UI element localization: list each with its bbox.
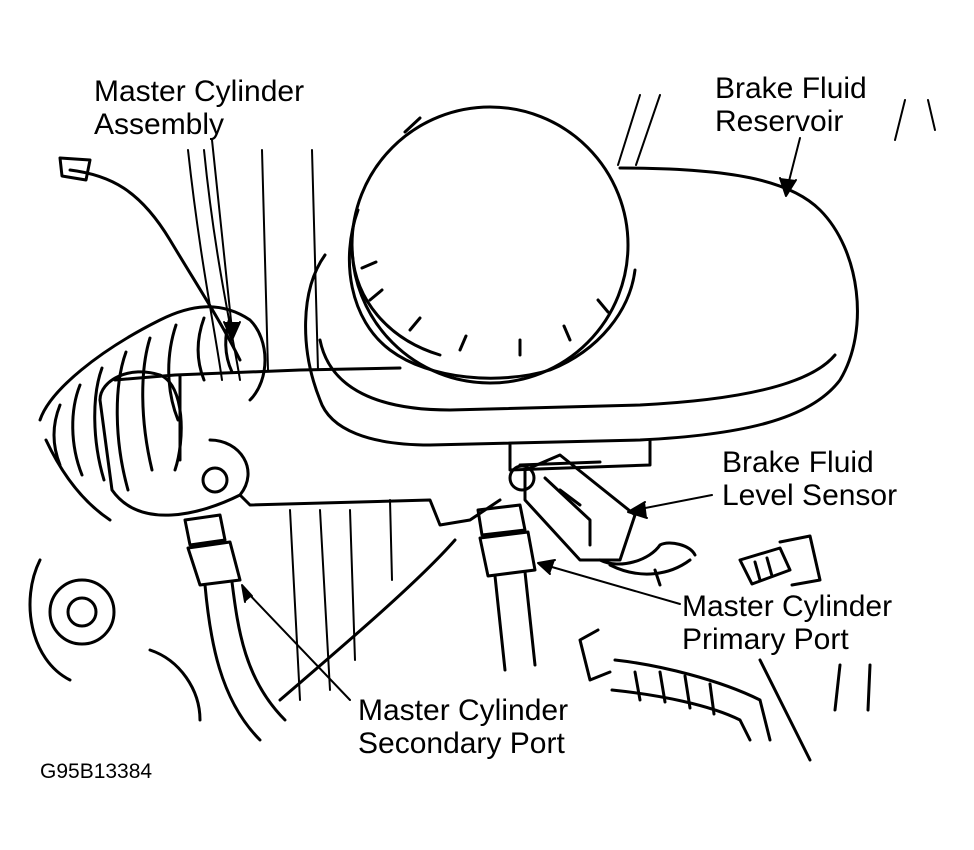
leader-reservoir: [787, 137, 801, 186]
leader-lines: [211, 137, 801, 701]
arrow-primary-port: [537, 559, 556, 575]
fitting-bolt: [738, 534, 822, 587]
figure-code: G95B13384: [40, 760, 153, 783]
arrow-assembly: [223, 321, 241, 341]
label-line: Primary Port: [682, 623, 849, 656]
secondary-port-fitting: [183, 513, 287, 742]
label-line: Secondary Port: [358, 727, 565, 760]
label-line: Brake Fluid: [715, 72, 867, 105]
label-line: Brake Fluid: [722, 446, 874, 479]
leader-secondary-port: [244, 589, 351, 701]
label-brake-fluid-level-sensor: Brake Fluid Level Sensor: [722, 446, 897, 512]
label-master-cylinder-secondary-port: Master Cylinder Secondary Port: [358, 694, 568, 760]
leader-assembly: [211, 139, 233, 331]
label-line: Master Cylinder: [358, 694, 569, 727]
master-cylinder-body: [98, 366, 536, 527]
label-line: Master Cylinder: [94, 75, 305, 108]
leader-level-sensor: [634, 494, 713, 511]
pulley: [28, 558, 202, 722]
label-master-cylinder-primary-port: Master Cylinder Primary Port: [682, 590, 892, 656]
arrow-reservoir: [779, 177, 797, 197]
bottom-hose: [578, 628, 872, 762]
wire-clip: [58, 156, 92, 182]
label-master-cylinder-assembly: Master Cylinder Assembly: [94, 75, 304, 141]
leader-primary-port: [544, 564, 681, 605]
reservoir-cap: [347, 105, 637, 385]
top-left-wire: [68, 168, 242, 362]
arrow-secondary-port: [241, 584, 253, 603]
label-brake-fluid-reservoir: Brake Fluid Reservoir: [715, 72, 867, 138]
arrow-level-sensor: [627, 501, 648, 519]
label-line: Master Cylinder: [682, 590, 893, 623]
label-line: Assembly: [94, 108, 225, 141]
level-sensor-connector: [523, 453, 697, 587]
label-line: Level Sensor: [722, 479, 898, 512]
label-line: Reservoir: [715, 105, 844, 138]
brake-fluid-reservoir: [304, 166, 859, 472]
primary-port-fitting: [278, 503, 537, 702]
